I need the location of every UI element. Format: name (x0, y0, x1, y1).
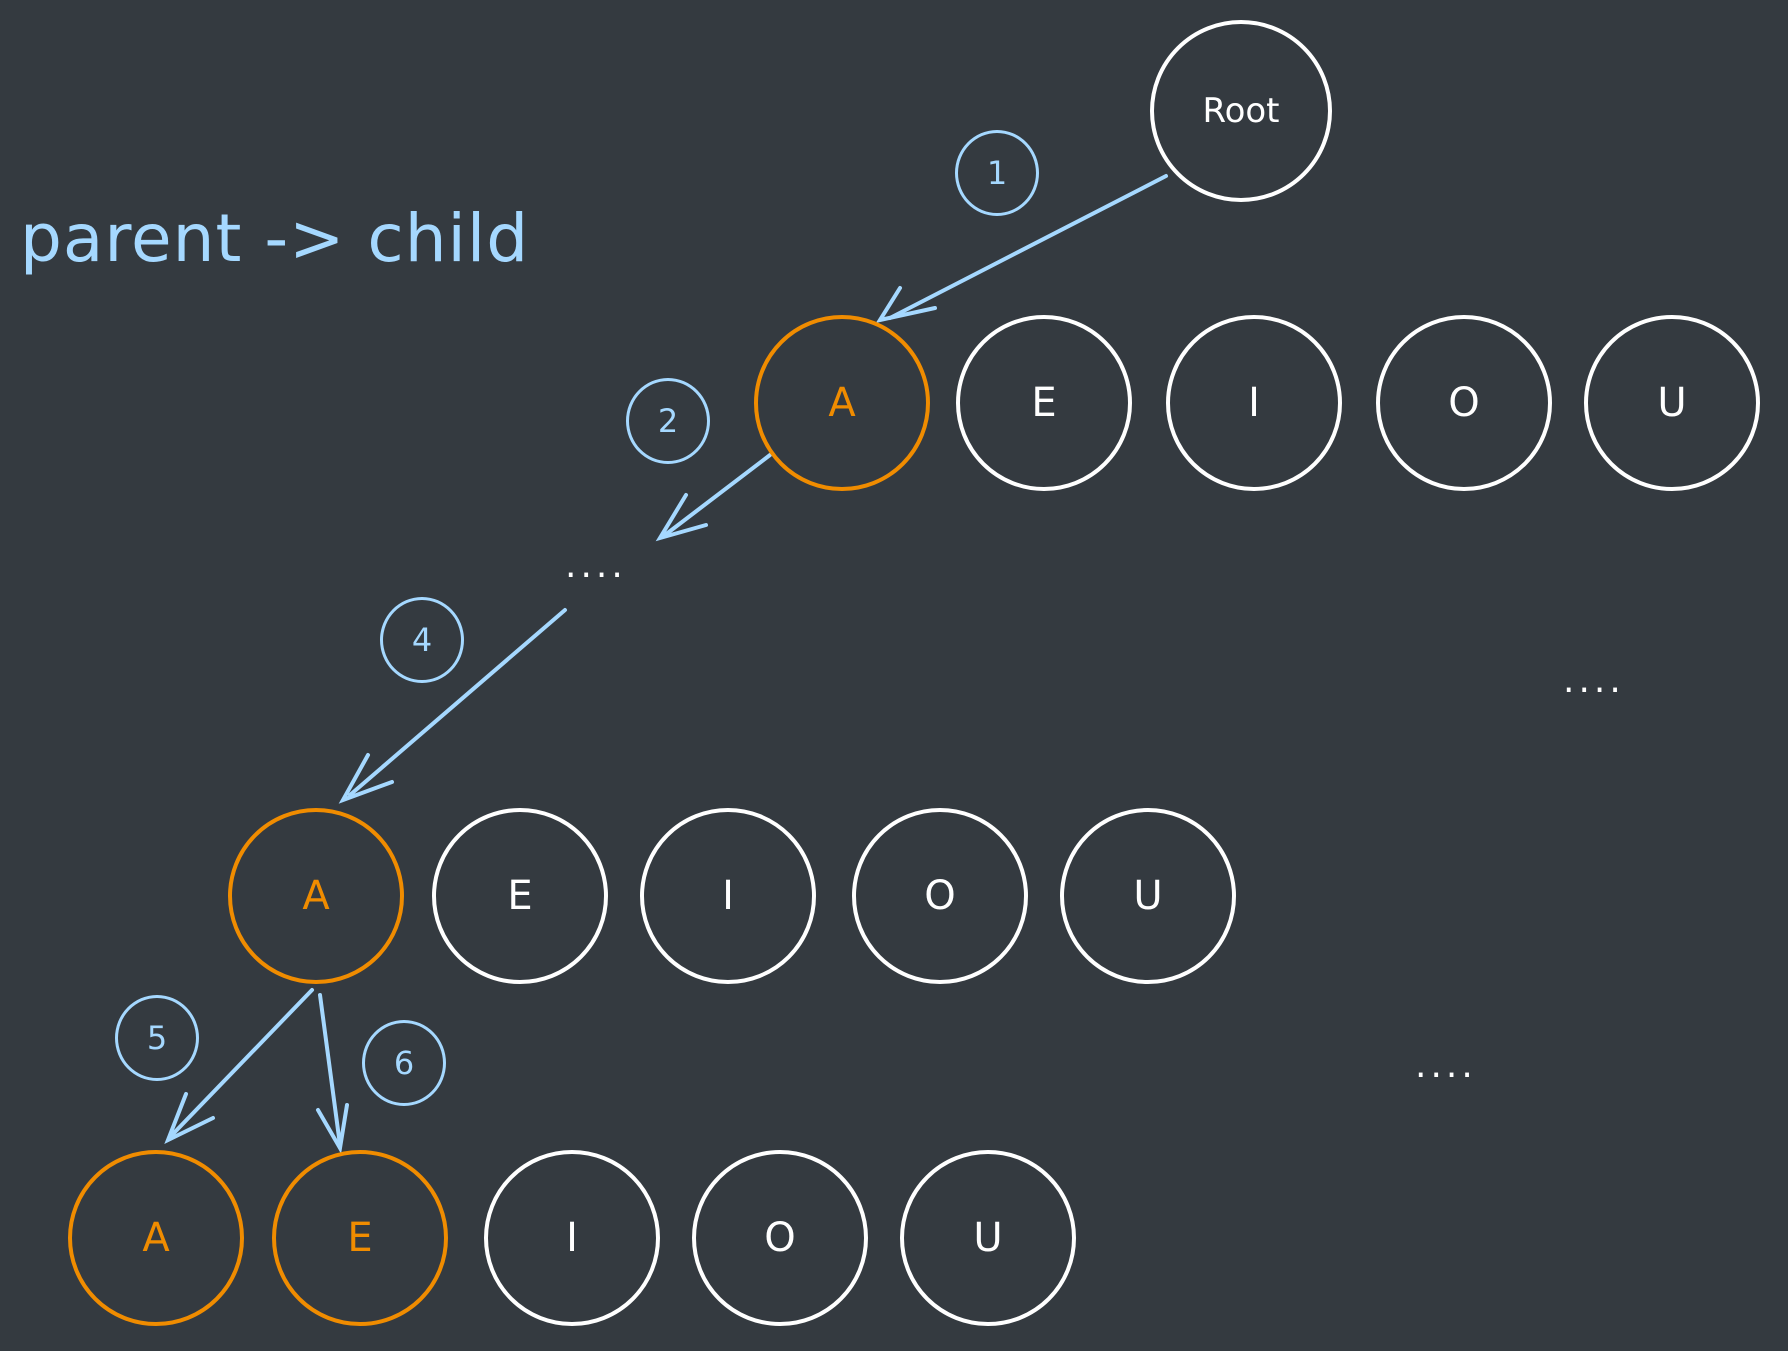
ellipsis-path: .... (565, 545, 627, 586)
level2-node-e: E (432, 808, 608, 984)
level3-node-e: E (272, 1150, 448, 1326)
level2-node-u: U (1060, 808, 1236, 984)
level3-node-a: A (68, 1150, 244, 1326)
ellipsis-level1-rest: .... (1563, 660, 1625, 701)
level2-node-i: I (640, 808, 816, 984)
diagram-title: parent -> child (20, 200, 530, 277)
step-4-marker: 4 (380, 597, 464, 683)
edge-a2-to-a3 (170, 988, 314, 1137)
arrowhead-4 (338, 753, 394, 804)
level3-node-i: I (484, 1150, 660, 1326)
arrowhead-2 (655, 493, 708, 542)
level3-node-u: U (900, 1150, 1076, 1326)
level1-node-a: A (754, 315, 930, 491)
level1-node-o: O (1376, 315, 1552, 491)
level1-node-e: E (956, 315, 1132, 491)
step-5-marker: 5 (115, 995, 199, 1081)
ellipsis-level2-rest: .... (1415, 1045, 1477, 1086)
level2-node-a: A (228, 808, 404, 984)
edge-dots-to-a2 (348, 608, 567, 797)
arrowhead-5 (164, 1092, 215, 1145)
root-node: Root (1150, 20, 1332, 202)
level3-node-o: O (692, 1150, 868, 1326)
level1-node-i: I (1166, 315, 1342, 491)
arrowhead-1 (875, 286, 937, 323)
edge-a-to-dots (663, 453, 772, 537)
arrowhead-6 (316, 1103, 349, 1154)
level1-node-u: U (1584, 315, 1760, 491)
step-1-marker: 1 (955, 130, 1039, 216)
level2-node-o: O (852, 808, 1028, 984)
step-2-marker: 2 (626, 378, 710, 464)
edge-root-to-a (888, 174, 1168, 320)
edge-a2-to-e3 (318, 993, 342, 1147)
step-6-marker: 6 (362, 1020, 446, 1106)
